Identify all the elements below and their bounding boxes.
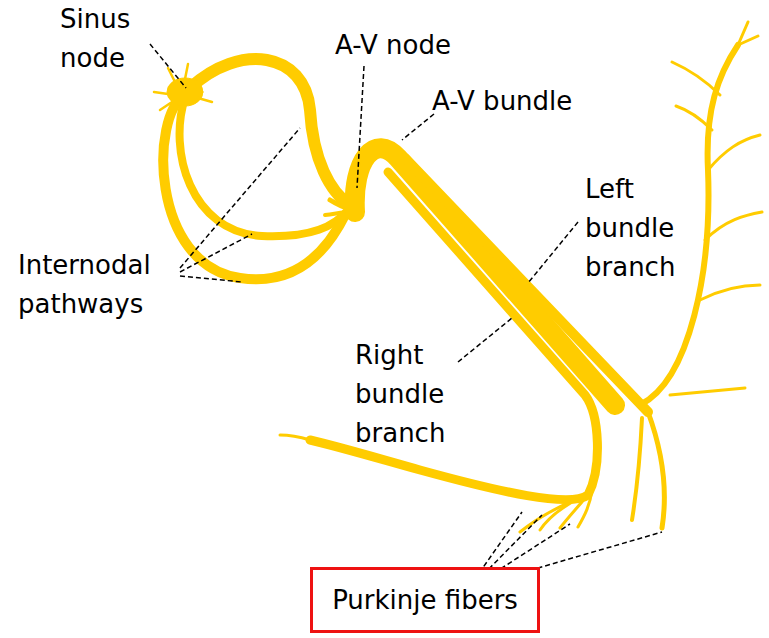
node-label: Purkinje fibers (332, 584, 518, 616)
part-label: A-V bundle (432, 82, 572, 121)
internodal-pathway (190, 59, 350, 205)
part-label: Sinus node (60, 0, 130, 78)
right-bundle-branch (310, 172, 597, 500)
highlight-box: Purkinje fibers (310, 567, 540, 633)
leader-line (150, 44, 662, 586)
part-label: Internodal pathways (18, 246, 151, 324)
sinus-node (154, 64, 212, 110)
part-label: A-V node (335, 26, 451, 65)
part-label: Left bundle branch (585, 170, 675, 287)
part-label: Right bundle branch (355, 336, 445, 453)
